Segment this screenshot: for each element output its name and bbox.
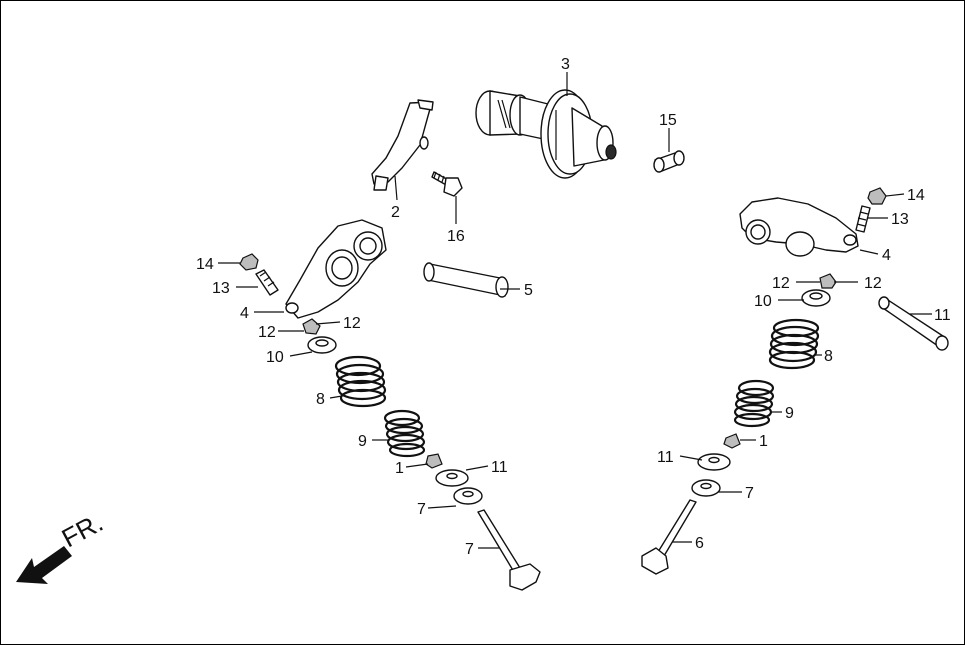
camshaft [475,89,617,179]
callout-9-right: 9 [785,405,794,422]
lock-nut-right [867,187,887,205]
spring-seat-right [697,453,731,471]
callout-10-right: 10 [754,293,772,310]
lower-seat-right [691,479,721,497]
callout-12-right-a: 12 [772,275,790,292]
rocker-arm-right [739,197,859,257]
callout-13-left: 13 [212,280,230,297]
callout-12-left-a: 12 [258,324,276,341]
callout-13-right: 13 [891,211,909,228]
callout-7-left-a: 7 [417,501,426,518]
inner-valve-spring-right [733,379,775,428]
chain-guide [371,99,434,191]
outer-valve-spring-right [768,318,820,370]
callout-4-left: 4 [240,305,249,322]
rocker-arm-shaft-center [423,262,509,298]
callout-11-left: 11 [491,459,508,476]
rocker-arm-shaft-right [878,296,949,351]
stem-seal-right [723,433,741,449]
adjusting-screw-right [855,205,871,233]
valve-cotter-right-upper [819,273,837,289]
callout-numbers: 3 15 2 16 14 13 4 12 12 10 8 9 1 11 7 7 … [196,56,951,558]
callout-16: 16 [447,228,465,245]
callout-4-right: 4 [882,247,891,264]
valve-cotter-left-upper [302,318,321,335]
exhaust-valve-left [477,509,541,591]
callout-12-right-b: 12 [864,275,882,292]
rocker-arm-left [285,219,387,319]
callout-5: 5 [524,282,533,299]
inner-valve-spring-left [383,409,426,458]
stem-seal-left [425,453,443,469]
leader-lines [218,72,932,549]
adjusting-screw-left [255,269,279,296]
callout-8-right: 8 [824,348,833,365]
callout-12-left-b: 12 [343,315,361,332]
callout-15: 15 [659,112,677,129]
spring-retainer-left [307,336,337,354]
lock-nut-left [239,253,259,271]
callout-14-left: 14 [196,256,214,273]
front-direction-arrow [16,546,72,584]
callout-11-right-seat: 11 [657,449,674,466]
callout-8-left: 8 [316,391,325,408]
callout-2: 2 [391,204,400,221]
spring-seat-left [435,469,469,487]
callout-7-left-b: 7 [465,541,474,558]
callout-1-right: 1 [759,433,768,450]
callout-10-left: 10 [266,349,284,366]
lower-seat-left [453,487,483,505]
callout-7-right: 7 [745,485,754,502]
spring-retainer-right [801,289,831,307]
callout-11-right: 11 [934,307,951,324]
callout-1-left: 1 [395,460,404,477]
callout-14-right: 14 [907,187,925,204]
dowel-pin [653,150,685,173]
callout-6: 6 [695,535,704,552]
flange-bolt [431,171,463,197]
intake-valve-right [641,499,697,575]
front-label: FR. [57,507,108,553]
callout-3: 3 [561,56,570,73]
outer-valve-spring-left [334,355,387,408]
callout-9-left: 9 [358,433,367,450]
